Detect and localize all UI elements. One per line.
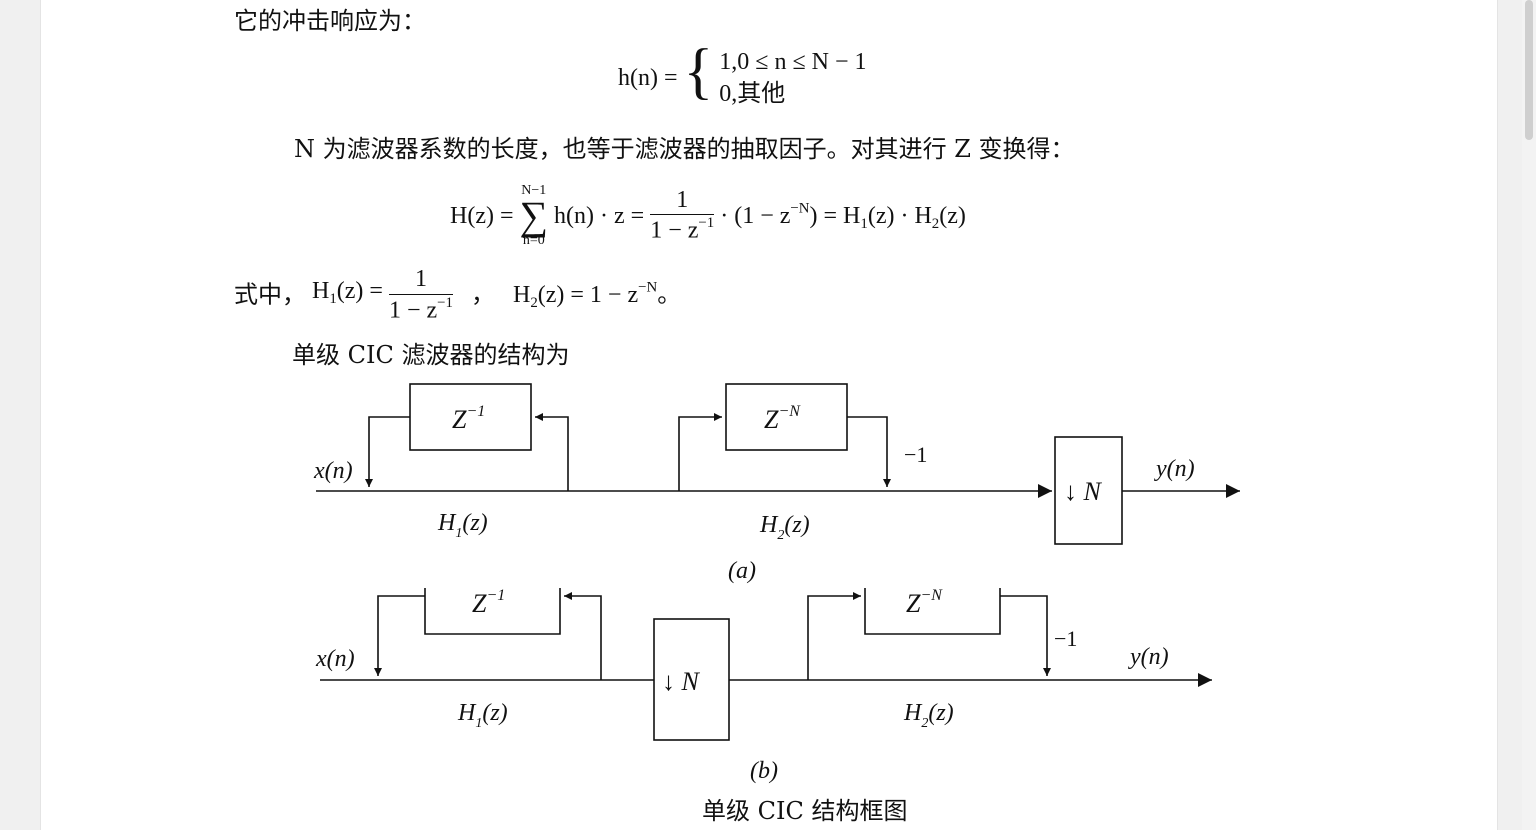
where-h2: H2(z) = 1 − z−N。 — [512, 279, 682, 312]
cases-brace: { — [683, 37, 714, 106]
b-downsample-box — [653, 618, 730, 741]
b-input-label: x(n) — [315, 646, 355, 672]
document-page — [40, 0, 1498, 830]
zt-frac-num: 1 — [650, 187, 715, 216]
a-h1-label: H1(z) — [437, 510, 488, 541]
a-h1-feedback-right — [535, 413, 569, 491]
z-transform-equation: H(z) = N−1 ∑ n=0 h(n) · z = 1 1 − z−1 · … — [450, 184, 966, 248]
where-line: 式中， H1(z) = 1 1 − z−1 ， H2(z) = 1 − z−N。 — [234, 266, 681, 325]
zt-tail-exp: −N — [790, 200, 810, 217]
cases-block: 1,0 ≤ n ≤ N − 1 0,其他 — [719, 46, 866, 110]
paragraph-n-description: N 为滤波器系数的长度，也等于滤波器的抽取因子。对其进行 Z 变换得： — [294, 135, 1075, 163]
a-delay1-label: Z−1 — [452, 403, 485, 434]
a-input-label: x(n) — [313, 458, 353, 484]
b-delay-box-1 — [424, 588, 561, 635]
a-caption: (a) — [728, 558, 756, 584]
where-separator: ， — [470, 282, 495, 309]
where-prefix: 式中， — [234, 282, 306, 309]
zt-h1-sub: 1 — [860, 215, 868, 232]
b-h2-feed-in — [807, 592, 861, 680]
b-caption: (b) — [750, 758, 778, 784]
vertical-scrollbar[interactable] — [1522, 0, 1536, 830]
b-downsample-label: ↓ N — [662, 667, 701, 696]
where-h2-lhs: H — [512, 281, 531, 308]
impulse-lhs: h(n) = — [618, 65, 678, 91]
zt-lhs: H(z) = — [450, 203, 514, 229]
where-fraction: 1 1 − z−1 — [388, 266, 453, 325]
zt-frac-den-base: 1 − z — [650, 217, 699, 244]
sum-body: h(n) · z = — [554, 203, 645, 229]
b-output-label: y(n) — [1128, 644, 1169, 670]
b-delay2-label: Z−N — [906, 587, 943, 618]
b-h1-feedback-left — [374, 595, 425, 676]
sigma-symbol: ∑ — [519, 193, 549, 238]
impulse-response-equation: h(n) = { 1,0 ≤ n ≤ N − 1 0,其他 — [618, 41, 867, 110]
where-frac-den-exp: −1 — [437, 294, 453, 311]
case-two: 0,其他 — [719, 78, 866, 110]
b-neg-one-label: −1 — [1054, 626, 1077, 651]
a-h2-feed-out — [847, 416, 891, 487]
zt-tail: · (1 − z−N) = H1(z) · H2(z) — [720, 200, 966, 232]
zt-h2-sub: 2 — [931, 215, 940, 232]
a-output-label: y(n) — [1154, 456, 1195, 482]
where-h1: H1(z) = — [312, 278, 383, 308]
structure-intro-text: 单级 CIC 滤波器的结构为 — [292, 341, 570, 369]
case-two-value: 0, — [719, 81, 738, 107]
where-frac-num: 1 — [388, 266, 453, 295]
a-h1-feedback-left — [365, 416, 410, 487]
zt-tail-rest: ) = H — [809, 202, 861, 229]
sum-lower-limit: n=0 — [522, 233, 545, 248]
a-neg-one-label: −1 — [904, 442, 927, 467]
zt-fraction: 1 1 − z−1 — [650, 187, 715, 246]
b-h1-feedback-right — [564, 592, 602, 680]
where-end: 。 — [657, 281, 682, 308]
a-downsample-label: ↓ N — [1064, 477, 1103, 506]
zt-mid: (z) · H — [867, 202, 932, 229]
b-h1-label: H1(z) — [457, 700, 508, 731]
a-downsample-box — [1054, 436, 1123, 545]
summation-sign: N−1 ∑ n=0 — [520, 184, 549, 248]
case-one: 1,0 ≤ n ≤ N − 1 — [719, 49, 867, 75]
b-h2-label: H2(z) — [903, 700, 954, 731]
where-frac-den: 1 − z−1 — [389, 295, 453, 325]
a-delay2-label: Z−N — [764, 403, 801, 434]
sum-upper-limit: N−1 — [521, 183, 547, 198]
b-delay-box-2 — [864, 588, 1001, 635]
zt-frac-den: 1 − z−1 — [650, 215, 714, 245]
zt-frac-den-exp: −1 — [698, 215, 715, 232]
where-h1-lhs: H — [312, 278, 330, 305]
where-frac-den-base: 1 − z — [388, 297, 438, 323]
b-delay1-label: Z−1 — [472, 587, 505, 618]
case-two-text: 其他 — [737, 81, 786, 107]
a-h2-feed-in — [678, 413, 722, 491]
where-h1-rest: (z) = — [336, 278, 383, 305]
where-h2-exp: −N — [638, 279, 658, 296]
intro-text: 它的冲击响应为： — [234, 7, 426, 35]
where-h2-rest: (z) = 1 − z — [537, 281, 639, 308]
figure-caption: 单级 CIC 结构框图 — [702, 797, 908, 825]
b-h2-feed-out — [1000, 595, 1051, 676]
zt-end: (z) — [939, 202, 966, 229]
where-h2-sub: 2 — [530, 295, 538, 312]
a-h2-label: H2(z) — [759, 512, 810, 543]
zt-tail-text: · (1 − z — [720, 202, 791, 229]
where-h1-sub: 1 — [329, 291, 337, 308]
scrollbar-thumb[interactable] — [1525, 0, 1533, 140]
